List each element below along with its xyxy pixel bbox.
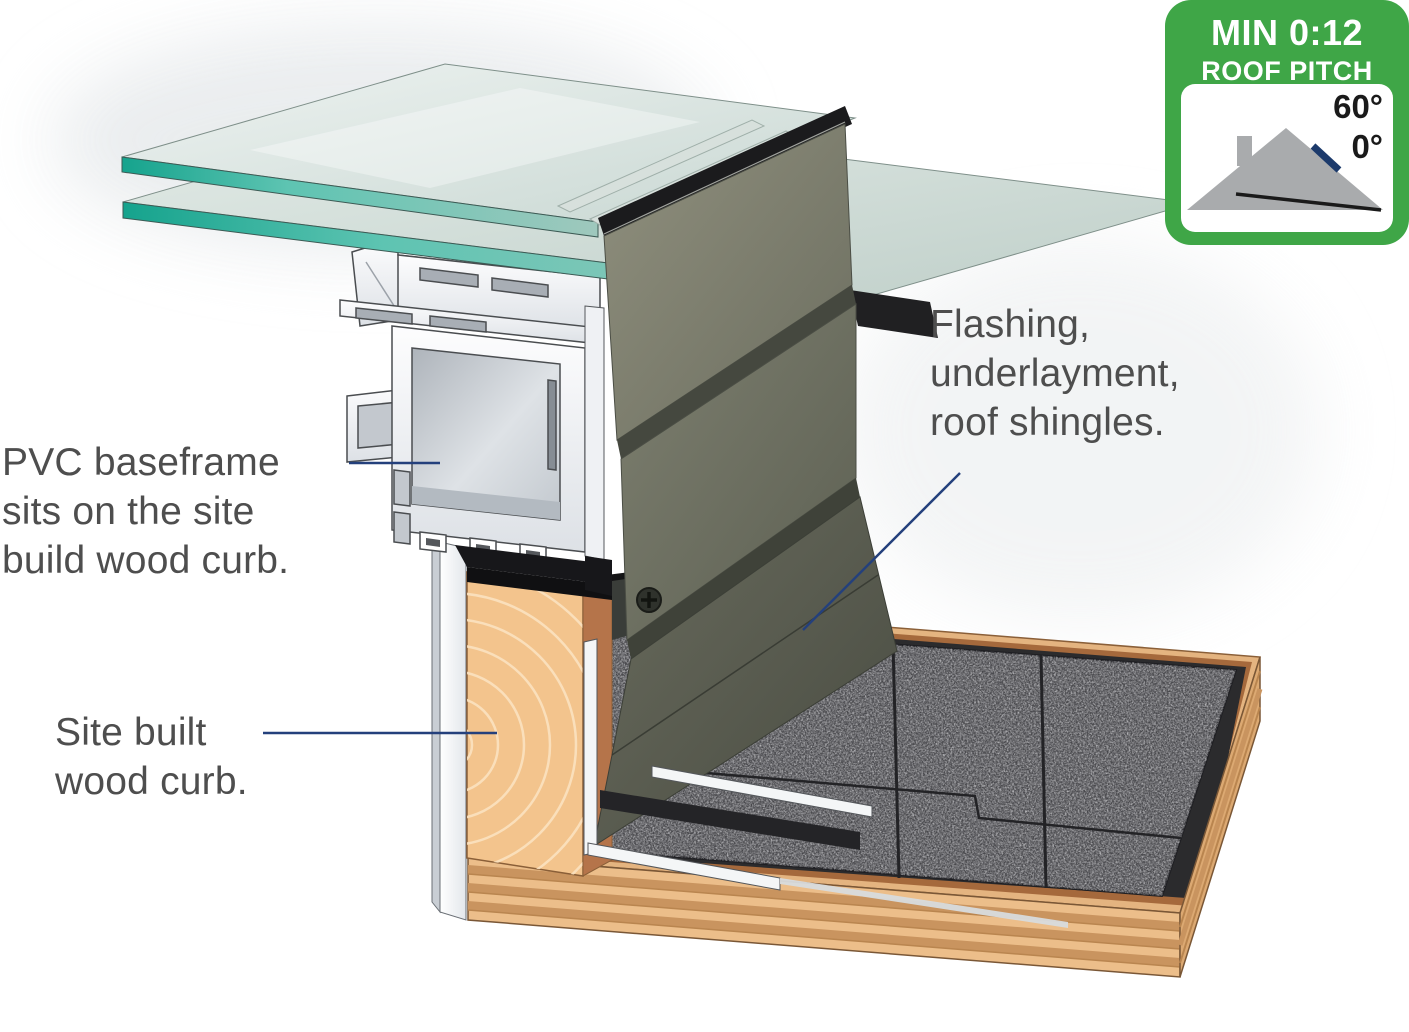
underlayment-edge [600, 790, 860, 850]
label-line: Site built [55, 711, 207, 754]
apron-flashing-upper [651, 765, 873, 818]
label-flashing: Flashing, underlayment, roof shingles. [930, 300, 1180, 447]
shingle-seam [1039, 654, 1048, 889]
label-line: sits on the site [2, 490, 255, 533]
glass-edge-gasket [598, 106, 852, 236]
interior-board [431, 541, 467, 921]
angle-60-label: 60° [1333, 88, 1383, 125]
angle-0-label: 0° [1351, 128, 1383, 165]
background-glow-2 [840, 240, 1320, 620]
label-line: underlayment, [930, 352, 1180, 395]
frame-seal-shadow [467, 567, 612, 600]
label-line: roof shingles. [930, 401, 1165, 444]
plywood-right-face [1177, 656, 1263, 978]
label-pvc-baseframe: PVC baseframe sits on the site build woo… [2, 438, 289, 585]
apron-flashing-lower [587, 842, 781, 891]
pitch-60-line [1310, 143, 1342, 173]
screw-icon [636, 587, 662, 613]
side-gasket [585, 556, 612, 596]
shingle-course-edge [647, 766, 1182, 840]
badge-title: MIN 0:12 [1210, 12, 1364, 53]
plywood-front-face [467, 855, 1181, 978]
label-line: PVC baseframe [2, 441, 280, 484]
sill-flashing [593, 496, 898, 848]
shingle-seam [891, 642, 901, 879]
corner-flashing-vertical [583, 638, 598, 856]
label-line: wood curb. [55, 760, 248, 803]
glass-panes [121, 63, 1194, 338]
roof-pitch-badge: MIN 0:12 ROOF PITCH 60° 0° [1165, 0, 1409, 245]
wood-growth-rings [467, 572, 583, 876]
roof-pitch-panel: 60° 0° [1181, 84, 1393, 232]
roof-pitch-house-icon [1187, 128, 1383, 212]
pvc-baseframe [339, 237, 601, 565]
leader-line-flashing [802, 472, 961, 631]
frame-seal [455, 545, 612, 585]
badge-subtitle: ROOF PITCH [1201, 56, 1373, 86]
pvc-side-channel [584, 305, 605, 561]
label-line: Flashing, [930, 303, 1091, 346]
pitch-0-line [1235, 192, 1382, 212]
white-flashing [583, 638, 1068, 928]
label-line: build wood curb. [2, 539, 290, 582]
label-site-built-curb: Site built wood curb. [55, 708, 248, 806]
metal-cladding [593, 121, 898, 848]
